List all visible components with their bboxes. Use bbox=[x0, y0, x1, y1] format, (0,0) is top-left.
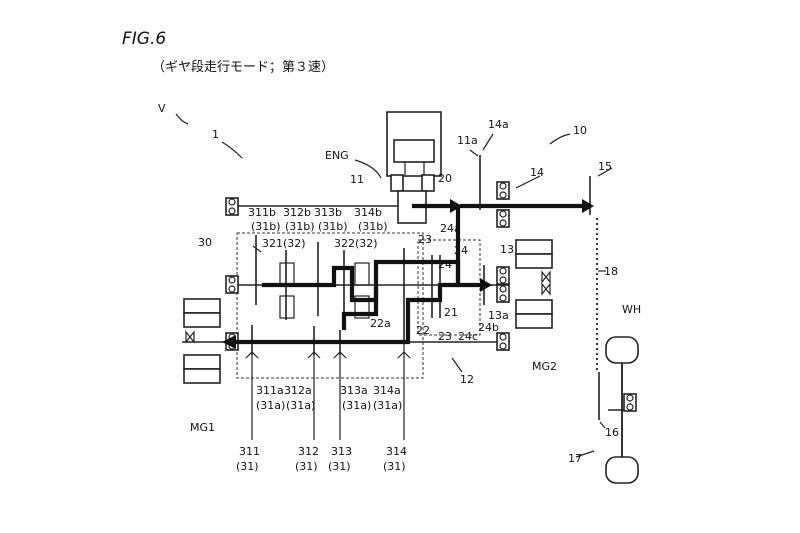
label-mg1: MG1 bbox=[190, 421, 215, 434]
label-30: 30 bbox=[198, 236, 212, 249]
label-20: 20 bbox=[438, 172, 452, 185]
wheels bbox=[605, 336, 639, 484]
label-31b-2: (31b) bbox=[285, 220, 315, 233]
label-311b: 311b bbox=[248, 206, 276, 219]
label-31-4: (31) bbox=[383, 460, 406, 473]
label-313a: 313a bbox=[340, 384, 368, 397]
label-12: 12 bbox=[460, 373, 474, 386]
label-mg2: MG2 bbox=[532, 360, 557, 373]
housing-30 bbox=[236, 232, 424, 379]
label-16: 16 bbox=[605, 426, 619, 439]
label-eng: ENG bbox=[325, 149, 349, 162]
bearing bbox=[225, 275, 239, 294]
label-14: 14 bbox=[530, 166, 544, 179]
label-312: 312 bbox=[298, 445, 319, 458]
label-311: 311 bbox=[239, 445, 260, 458]
label-31a-1: (31a) bbox=[256, 399, 285, 412]
bearing bbox=[496, 266, 510, 285]
power-flow-path bbox=[222, 199, 594, 349]
label-wh: WH bbox=[622, 303, 641, 316]
label-1: 1 bbox=[212, 128, 219, 141]
label-31a-3: (31a) bbox=[342, 399, 371, 412]
label-11a: 11a bbox=[457, 134, 478, 147]
arrow-head bbox=[222, 335, 236, 349]
label-18: 18 bbox=[604, 265, 618, 278]
figure-subtitle: （ギヤ段走行モード；第３速） bbox=[152, 60, 335, 75]
motor-mg1 bbox=[183, 298, 221, 384]
label-31a-2: (31a) bbox=[286, 399, 315, 412]
label-14a: 14a bbox=[488, 118, 509, 131]
label-31-1: (31) bbox=[236, 460, 259, 473]
label-314b: 314b bbox=[354, 206, 382, 219]
label-22: 22 bbox=[416, 324, 430, 337]
label-322: 322(32) bbox=[334, 237, 378, 250]
label-321: 321(32) bbox=[262, 237, 306, 250]
label-23-bottom: 23 bbox=[438, 330, 452, 343]
bearing bbox=[225, 197, 239, 216]
label-15: 15 bbox=[598, 160, 612, 173]
label-31-3: (31) bbox=[328, 460, 351, 473]
label-314: 314 bbox=[386, 445, 407, 458]
label-13: 13 bbox=[500, 243, 514, 256]
label-13a: 13a bbox=[488, 309, 509, 322]
label-10: 10 bbox=[573, 124, 587, 137]
label-24b: 24b bbox=[478, 321, 499, 334]
label-31b-3: (31b) bbox=[318, 220, 348, 233]
label-31-2: (31) bbox=[295, 460, 318, 473]
label-21: 21 bbox=[444, 306, 458, 319]
bearing bbox=[496, 332, 510, 351]
bottom-leaders bbox=[245, 340, 411, 440]
arrow-head bbox=[582, 199, 594, 213]
bearing bbox=[496, 209, 510, 228]
label-17: 17 bbox=[568, 452, 582, 465]
bearing bbox=[623, 393, 637, 412]
leader-lines bbox=[175, 113, 613, 458]
label-31b-1: (31b) bbox=[251, 220, 281, 233]
label-24c: 24c bbox=[458, 330, 478, 343]
housing-20 bbox=[417, 239, 481, 336]
label-312a: 312a bbox=[284, 384, 312, 397]
label-v: V bbox=[158, 102, 166, 115]
label-313b: 313b bbox=[314, 206, 342, 219]
label-24a: 24a bbox=[440, 222, 461, 235]
label-31a-4: (31a) bbox=[373, 399, 402, 412]
arrow-head bbox=[480, 278, 492, 292]
label-313: 313 bbox=[331, 445, 352, 458]
label-11: 11 bbox=[350, 173, 364, 186]
bearing bbox=[496, 181, 510, 200]
label-22a: 22a bbox=[370, 317, 391, 330]
label-23-top: 23 bbox=[418, 233, 432, 246]
label-311a: 311a bbox=[256, 384, 284, 397]
label-24-1: 24 bbox=[454, 244, 468, 257]
label-312b: 312b bbox=[283, 206, 311, 219]
figure-title: FIG.6 bbox=[122, 29, 167, 49]
label-314a: 314a bbox=[373, 384, 401, 397]
labels: V 1 10 11a 14a 11 ENG 20 14 15 30 311b 3… bbox=[158, 102, 641, 473]
bearing bbox=[496, 284, 510, 303]
motor-mg2 bbox=[515, 239, 553, 329]
label-24-2: 24 bbox=[438, 258, 452, 271]
label-31b-4: (31b) bbox=[358, 220, 388, 233]
